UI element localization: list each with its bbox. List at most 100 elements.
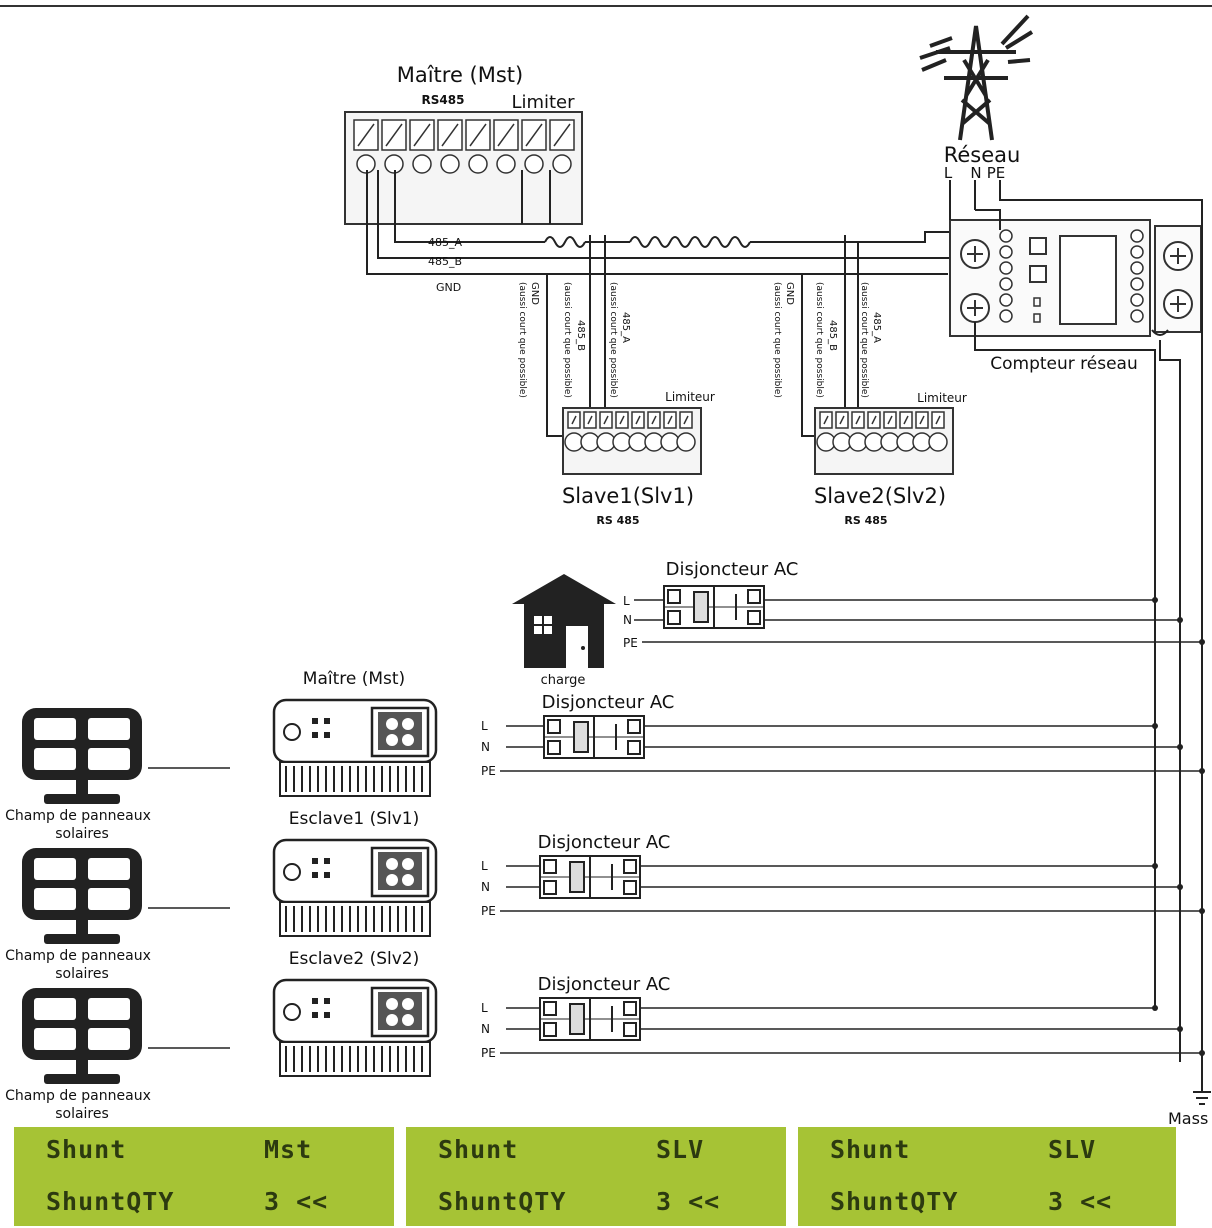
line-l-label: L (481, 719, 488, 733)
meter-label: Compteur réseau (990, 354, 1138, 374)
solar-panel-icon (22, 988, 142, 1084)
master-terminal-block (344, 111, 583, 225)
terminal-screw (552, 154, 572, 174)
line-l-label: L (481, 859, 488, 873)
display-slave1: Shunt SLV ShuntQTY 3 << (406, 1127, 786, 1226)
line-pe-label: PE (481, 1046, 496, 1060)
meter-terminal (999, 245, 1013, 259)
ac-breaker-icon (543, 715, 645, 759)
panel-label-line2: solaires (55, 966, 109, 982)
meter-terminal (1130, 293, 1144, 307)
display-slave1-row1-label: Shunt (438, 1135, 519, 1164)
breaker-label: Disjoncteur AC (538, 974, 671, 995)
master-limiter-label: Limiter (511, 92, 575, 113)
slave1-terminal-block (562, 407, 702, 475)
display-slave1-row2-label: ShuntQTY (438, 1187, 567, 1216)
panel-label-line2: solaires (55, 1106, 109, 1122)
grid-terminal-n: N (970, 164, 981, 182)
display-master-row1-label: Shunt (46, 1135, 127, 1164)
display-slave1-row2-value: 3 << (656, 1187, 721, 1216)
breaker-label: Disjoncteur AC (538, 832, 671, 853)
display-master-row1-value: Mst (264, 1135, 313, 1164)
meter-terminal (999, 261, 1013, 275)
slave1-485b-note: (aussi court que possible) (562, 282, 572, 398)
display-slave1-row1-value: SLV (656, 1135, 705, 1164)
terminal-screw (676, 432, 696, 452)
load-junctions (1152, 597, 1205, 645)
ground-label: Mass (1168, 1109, 1208, 1128)
line-n-label: N (481, 880, 490, 894)
grid-label: Réseau (944, 143, 1021, 167)
grid-terminal-pe: PE (987, 164, 1006, 182)
line-pe-label: PE (481, 904, 496, 918)
load-breaker-icon (663, 585, 765, 629)
terminal-screw (496, 154, 516, 174)
line-n-label: N (481, 1022, 490, 1036)
slave1-485a-label: 485_A (620, 312, 631, 343)
display-slave2-row2-value: 3 << (1048, 1187, 1113, 1216)
terminal-screw (412, 154, 432, 174)
grid-meter (949, 219, 1202, 337)
inverter-icon (272, 698, 438, 798)
terminal-screw (440, 154, 460, 174)
meter-terminal (1130, 229, 1144, 243)
slave2-gnd-note: (aussi court que possible) (772, 282, 782, 398)
slave2-485b-label: 485_B (827, 320, 838, 351)
panel-label-line1: Champ de panneaux (5, 948, 151, 964)
slave2-limiter-label: Limiteur (917, 391, 967, 405)
ground-symbol-icon (1193, 1091, 1211, 1105)
panel-label-line1: Champ de panneaux (5, 1088, 151, 1104)
slave2-terminal-block (814, 407, 954, 475)
slave2-rs485-label: RS 485 (844, 514, 887, 527)
meter-terminal (999, 229, 1013, 243)
load-breaker-label: Disjoncteur AC (666, 559, 799, 580)
inverter-name: Esclave2 (Slv2) (289, 949, 419, 969)
meter-terminal (999, 293, 1013, 307)
slave2-gnd-label: GND (784, 282, 795, 305)
slave2-name: Slave2(Slv2) (814, 484, 946, 508)
slave1-gnd-label: GND (529, 282, 540, 305)
terminal-screw (524, 154, 544, 174)
meter-terminal (999, 277, 1013, 291)
inverter-icon (272, 838, 438, 938)
display-slave2-row1-label: Shunt (830, 1135, 911, 1164)
ac-buses (949, 180, 1203, 1092)
display-slave2-row1-value: SLV (1048, 1135, 1097, 1164)
house-label: charge (541, 673, 586, 688)
ac-breaker-icon (539, 997, 641, 1041)
display-slave2: Shunt SLV ShuntQTY 3 << (798, 1127, 1176, 1226)
bus-gnd-label: GND (436, 281, 461, 294)
grid-terminal-l: L (944, 164, 953, 182)
meter-terminal (1130, 277, 1144, 291)
terminal-screw (468, 154, 488, 174)
slave1-485b-label: 485_B (575, 320, 586, 351)
load-pe-label: PE (623, 636, 638, 650)
meter-terminal (1130, 245, 1144, 259)
bus-485b-label: 485_B (428, 255, 462, 268)
breaker-label: Disjoncteur AC (542, 692, 675, 713)
inverter-icon (272, 978, 438, 1078)
slave2-485b-note: (aussi court que possible) (814, 282, 824, 398)
slave2-485a-note: (aussi court que possible) (859, 282, 869, 398)
inverter-row-2: Champ de panneaux solaires Esclave2 (Slv2)… (5, 949, 1205, 1122)
line-l-label: L (481, 1001, 488, 1015)
display-slave2-row2-label: ShuntQTY (830, 1187, 959, 1216)
line-n-label: N (481, 740, 490, 754)
display-master-row2-value: 3 << (264, 1187, 329, 1216)
slave1-limiter-label: Limiteur (665, 390, 715, 404)
master-rs485-label: RS485 (422, 93, 465, 107)
meter-terminal (999, 309, 1013, 323)
master-block-title: Maître (Mst) (397, 63, 524, 87)
panel-label-line2: solaires (55, 826, 109, 842)
slave1-name: Slave1(Slv1) (562, 484, 694, 508)
pylon-icon (919, 14, 1034, 141)
solar-panel-icon (22, 848, 142, 944)
display-master: Shunt Mst ShuntQTY 3 << (14, 1127, 394, 1226)
solar-panel-icon (22, 708, 142, 804)
slave2-485a-label: 485_A (871, 312, 882, 343)
slave1-rs485-label: RS 485 (596, 514, 639, 527)
